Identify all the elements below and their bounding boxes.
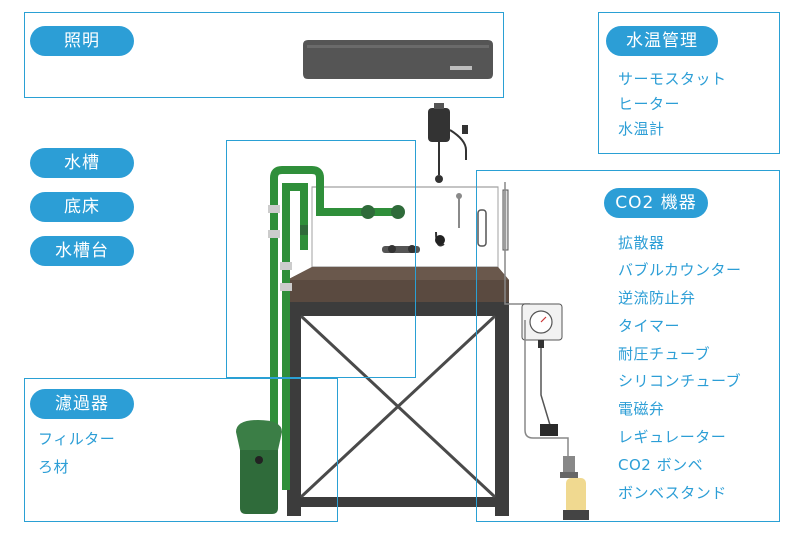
canister-filter <box>236 420 282 514</box>
aquarium-stand <box>287 302 509 516</box>
filter-label: 濾過器 <box>30 389 134 419</box>
heater-label: ヒーター <box>618 95 681 113</box>
light-fixture <box>303 40 493 79</box>
co2-item-solenoid: 電磁弁 <box>618 400 665 418</box>
co2-item-regulator: レギュレーター <box>618 428 727 446</box>
co2-tubing <box>524 320 569 460</box>
substrate-label: 底床 <box>30 192 134 222</box>
solenoid-valve <box>540 424 558 436</box>
filter-item-media: ろ材 <box>38 458 70 476</box>
lighting-label: 照明 <box>30 26 134 56</box>
stand-label: 水槽台 <box>30 236 134 266</box>
tank-label: 水槽 <box>30 148 134 178</box>
co2-timer <box>521 303 563 348</box>
co2-diffuser <box>477 182 530 305</box>
co2-item-pressure-tube: 耐圧チューブ <box>618 345 711 363</box>
co2-item-diffuser: 拡散器 <box>618 234 665 252</box>
tank-frame <box>226 140 416 378</box>
co2-cylinder <box>563 478 589 520</box>
co2-item-bubble-counter: バブルカウンター <box>618 261 742 279</box>
co2-item-silicone-tube: シリコンチューブ <box>618 372 742 390</box>
thermometer-label: 水温計 <box>618 120 665 138</box>
temperature-label: 水温管理 <box>606 26 718 56</box>
filter-frame <box>24 378 338 522</box>
co2-item-timer: タイマー <box>618 317 681 335</box>
thermostat-unit <box>428 103 468 247</box>
aquarium-tank <box>287 186 509 302</box>
filter-pipes <box>268 166 405 490</box>
thermometer <box>456 193 462 228</box>
co2-item-cylinder-stand: ボンベスタンド <box>618 484 727 502</box>
filter-item-filter: フィルター <box>38 430 116 448</box>
temperature-frame <box>598 12 780 154</box>
co2-frame <box>476 170 780 522</box>
thermostat-label: サーモスタット <box>618 70 727 88</box>
co2-label: CO2 機器 <box>604 188 708 218</box>
lighting-frame <box>24 12 504 98</box>
co2-item-cylinder: CO2 ボンベ <box>618 456 704 474</box>
co2-item-check-valve: 逆流防止弁 <box>618 289 696 307</box>
co2-regulator <box>560 456 578 478</box>
heater <box>382 245 420 253</box>
